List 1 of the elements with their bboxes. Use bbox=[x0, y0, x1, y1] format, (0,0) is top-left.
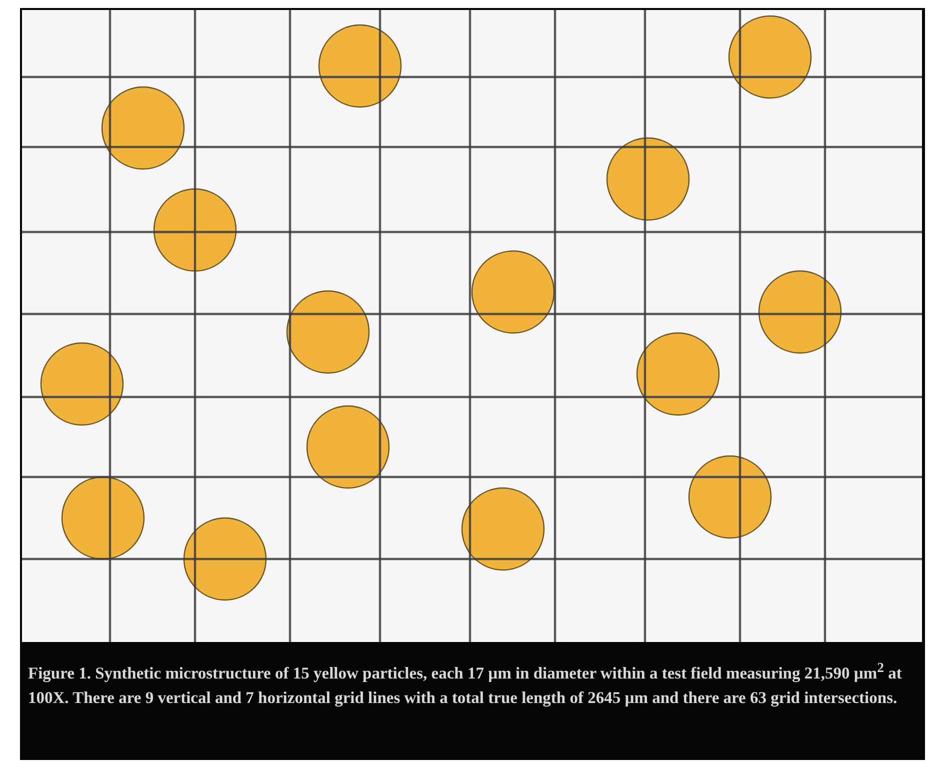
figure-caption: Figure 1. Synthetic microstructure of 15 yellow particles, each 17 µm in diameter within a test field measuring 21,590 µm$^{2}$ at 100X. There are 9 vertical and 7 horizontal grid lines with a total true length of 2645 µm and there are 63 grid intersections. bbox=[28, 659, 903, 709]
